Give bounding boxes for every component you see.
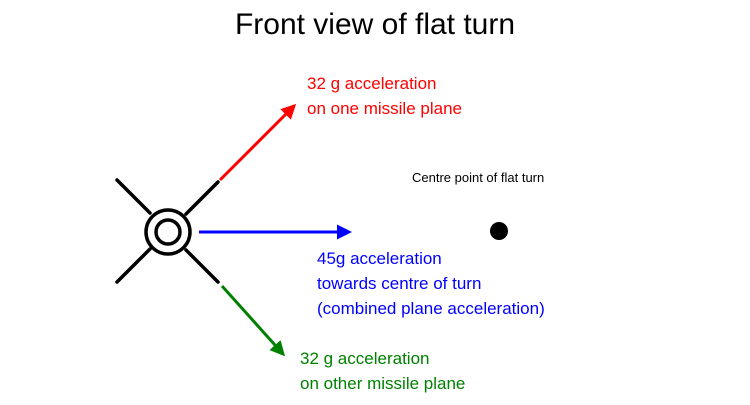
center-point-label: Centre point of flat turn: [412, 170, 545, 185]
green-label-line-2: on other missile plane: [300, 374, 466, 393]
green-arrow: [220, 284, 286, 357]
red-label-line-1: 32 g acceleration: [307, 74, 437, 93]
diagram-title: Front view of flat turn: [234, 8, 516, 41]
green-arrow-label: 32 g acceleration on other missile plane: [300, 346, 465, 396]
center-point-dot-icon: [490, 222, 508, 240]
blue-label-line-3: (combined plane acceleration): [317, 299, 545, 318]
blue-label-line-2: towards centre of turn: [317, 274, 482, 293]
blue-arrow-label: 45g acceleration towards centre of turn …: [317, 246, 545, 321]
missile-front-view-icon: [115, 178, 220, 284]
red-label-line-2: on one missile plane: [307, 99, 462, 118]
blue-label-line-1: 45g acceleration: [317, 249, 442, 268]
green-label-line-1: 32 g acceleration: [300, 349, 430, 368]
red-arrow-label: 32 g acceleration on one missile plane: [307, 71, 462, 121]
red-arrow: [218, 103, 297, 182]
